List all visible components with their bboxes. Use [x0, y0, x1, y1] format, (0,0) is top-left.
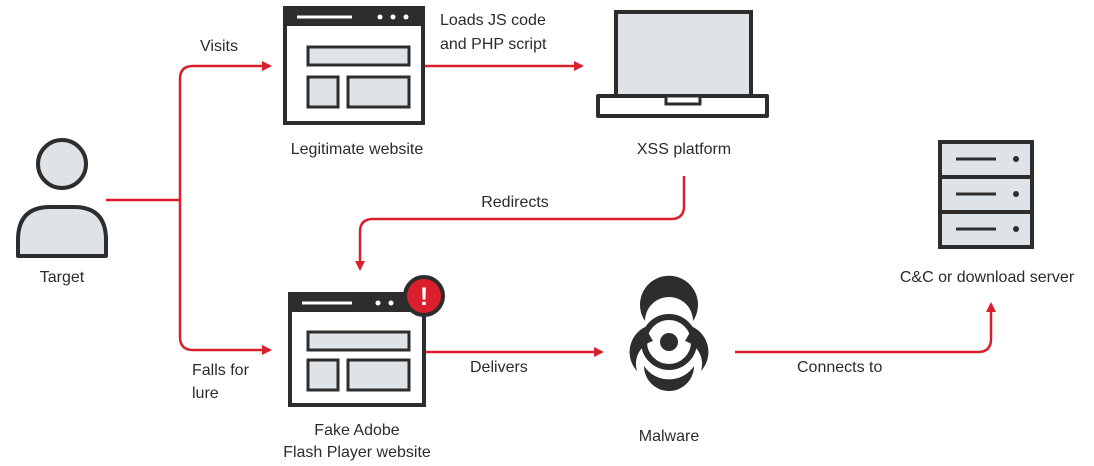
alert-icon: ! — [403, 275, 445, 317]
edge-label-redirects: Redirects — [481, 194, 549, 211]
edge-label-visits: Visits — [200, 38, 238, 55]
edge-redirects-arrow — [355, 176, 686, 271]
server-icon — [938, 140, 1034, 249]
browser-window-icon — [288, 292, 426, 407]
server-label: C&C or download server — [899, 269, 1075, 286]
malware-label: Malware — [638, 428, 700, 445]
browser-window-icon — [283, 6, 425, 125]
target-label: Target — [39, 269, 85, 286]
edge-visits-arrow — [178, 61, 272, 200]
edge-label-loads-line2: and PHP script — [440, 36, 547, 53]
fake-site-label-line1: Fake Adobe — [314, 422, 400, 439]
edge-label-falls-line1: Falls for — [192, 362, 249, 379]
laptop-icon — [596, 10, 769, 118]
legitimate-website-label: Legitimate website — [290, 141, 424, 158]
user-icon — [16, 138, 108, 258]
edge-label-falls-line2: lure — [192, 385, 219, 402]
connectors — [106, 61, 996, 357]
edge-label-connects: Connects to — [797, 359, 883, 376]
alert-badge-mark: ! — [420, 283, 428, 311]
edge-label-loads-line1: Loads JS code — [440, 12, 546, 29]
edge-falls-for-lure-arrow — [178, 200, 272, 355]
biohazard-icon — [629, 275, 709, 391]
fake-site-label-line2: Flash Player website — [283, 444, 431, 461]
edge-connects-arrow — [735, 302, 996, 354]
xss-platform-label: XSS platform — [636, 141, 732, 158]
edge-label-delivers: Delivers — [470, 359, 528, 376]
